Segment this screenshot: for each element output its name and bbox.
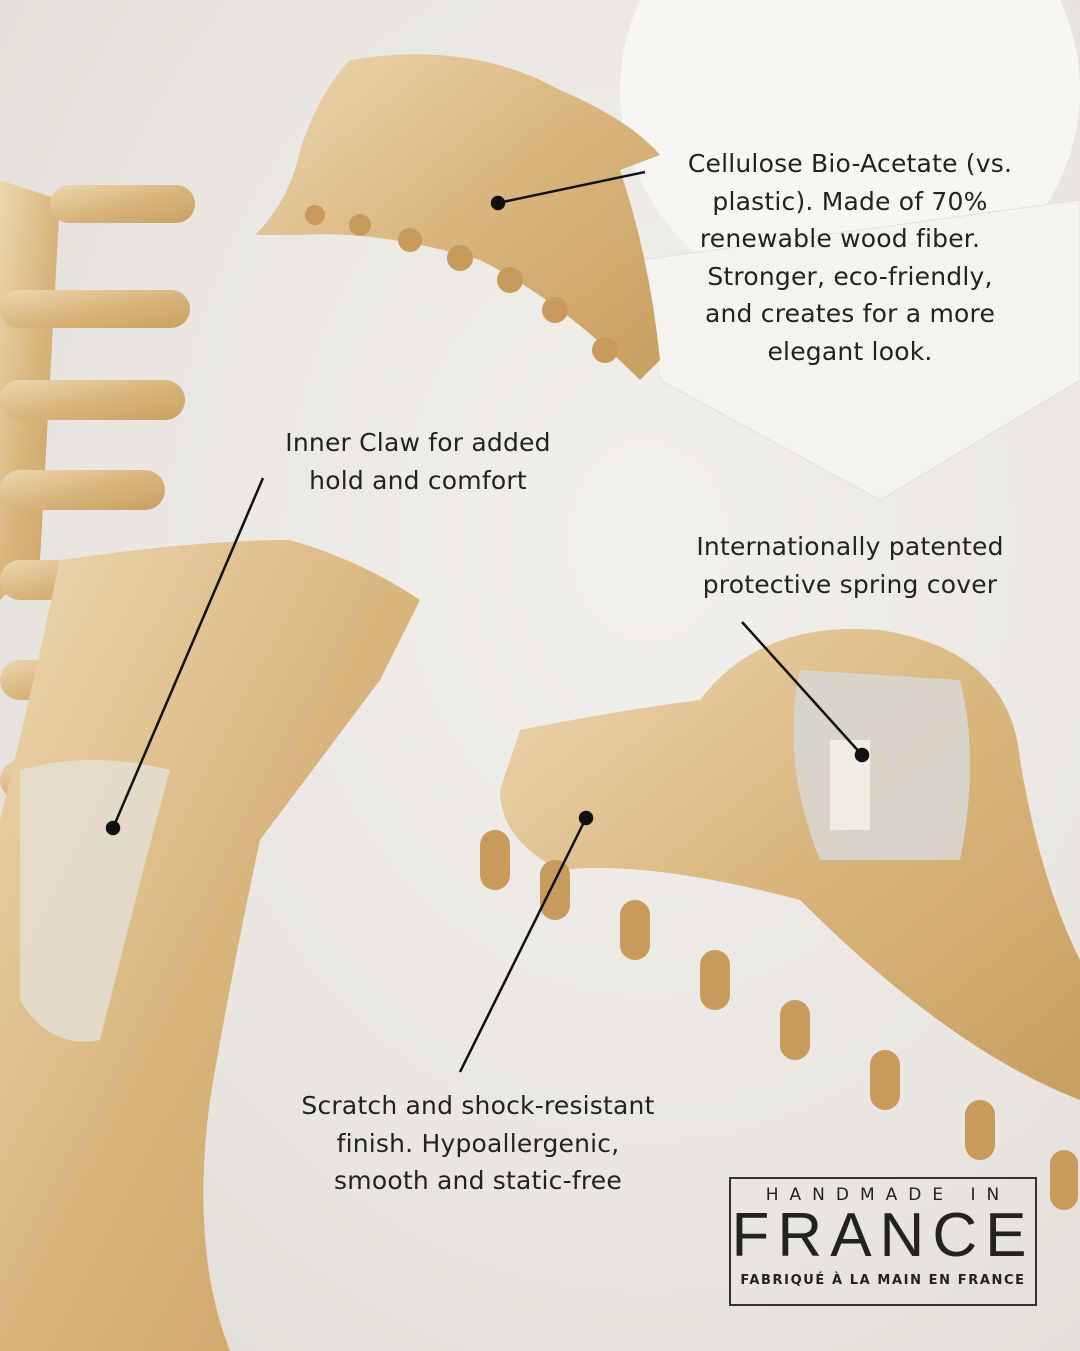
callout-line: Stronger, eco-friendly, xyxy=(707,261,993,291)
badge-line-3: FABRIQUÉ À LA MAIN EN FRANCE xyxy=(740,1273,1026,1288)
callout-line: smooth and static-free xyxy=(334,1166,622,1195)
callout-line: Scratch and shock-resistant xyxy=(301,1091,655,1120)
callout-line: Cellulose Bio-Acetate (vs. xyxy=(687,149,1013,178)
callout-line: plastic). Made of 70% xyxy=(712,186,988,216)
callout-inner-claw: Inner Claw for added hold and comfort xyxy=(258,424,578,499)
callout-line: finish. Hypoallergenic, xyxy=(336,1128,620,1158)
callout-line: and creates for a more xyxy=(704,299,996,328)
callout-line: Internationally patented xyxy=(696,532,1004,561)
callout-line: protective spring cover xyxy=(702,569,998,599)
badge-line-2: FRANCE xyxy=(731,1201,1035,1270)
callout-lines xyxy=(105,170,870,1073)
callout-line: Inner Claw for added xyxy=(285,428,551,457)
callout-line: renewable wood fiber. xyxy=(699,224,981,253)
callout-material: Cellulose Bio-Acetate (vs. plastic). Mad… xyxy=(660,145,1040,370)
callout-line: hold and comfort xyxy=(309,465,527,495)
hair-claw-left xyxy=(0,180,420,1351)
hair-claw-right xyxy=(480,628,1080,1210)
badge-line-1: HANDMADE IN xyxy=(765,1185,1011,1205)
handmade-in-france-badge: HANDMADE IN FRANCE FABRIQUÉ À LA MAIN EN… xyxy=(729,1177,1037,1306)
inner-claw xyxy=(20,760,170,1042)
callout-spring-cover: Internationally patented protective spri… xyxy=(670,528,1030,603)
hair-claw-top xyxy=(255,54,660,381)
callout-finish: Scratch and shock-resistant finish. Hypo… xyxy=(268,1087,688,1200)
callout-line: elegant look. xyxy=(767,336,933,366)
white-stand xyxy=(620,0,1080,501)
